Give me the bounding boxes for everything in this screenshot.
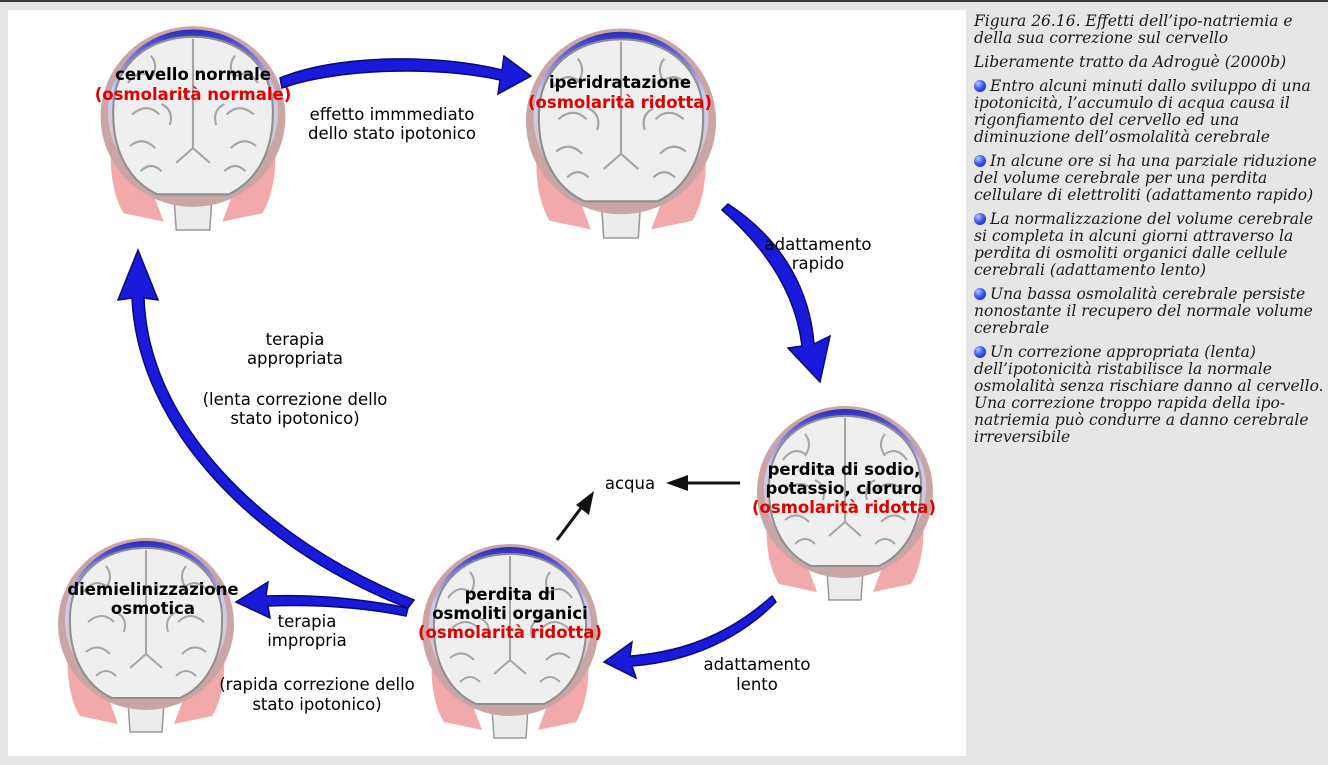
brain-organic-loss: perdita di osmoliti organici (osmolarità… <box>418 543 602 739</box>
figure-panel: cervello normale (osmolarità normale) ip… <box>8 10 966 756</box>
arrow-appropriate-line1: terapia <box>266 330 325 349</box>
arrow-slow-adaptation: adattamento lento <box>602 594 811 694</box>
caption-bullet-text: Una bassa osmolalità cerebrale persiste … <box>974 285 1313 337</box>
brain-organic-line1: perdita di <box>465 585 556 604</box>
bullet-icon <box>974 346 986 358</box>
arrow-rapid-line2: rapido <box>792 254 845 273</box>
arrow-immediate-line2: dello stato ipotonico <box>308 124 476 143</box>
brain-electrolytes-line1: perdita di sodio, <box>768 460 921 479</box>
caption-bullet-text: Un correzione appropriata (lenta) dell’i… <box>974 343 1324 446</box>
brain-electrolytes-subtitle: (osmolarità ridotta) <box>752 498 936 517</box>
arrow-appropriate-line3: (lenta correzione dello <box>203 390 388 409</box>
water-label: acqua <box>605 474 655 493</box>
caption-title: Figura 26.16. Effetti dell’ipo-natriemia… <box>974 12 1293 47</box>
arrow-slow-line2: lento <box>736 675 778 694</box>
brain-normal: cervello normale (osmolarità normale) <box>95 25 292 232</box>
caption-bullet: La normalizzazione del volume cerebrale … <box>974 211 1326 279</box>
arrow-appropriate-line4: stato ipotonico) <box>230 409 359 428</box>
brain-hyper-subtitle: (osmolarità ridotta) <box>528 93 712 112</box>
arrow-improper-therapy: terapia impropria (rapida correzione del… <box>219 580 415 714</box>
brain-hyper-title: iperidratazione <box>549 73 691 92</box>
figure-caption: Figura 26.16. Effetti dell’ipo-natriemia… <box>974 13 1326 453</box>
arrow-improper-line2: impropria <box>267 631 347 650</box>
brain-demyelination: diemielinizzazione osmotica <box>57 537 239 733</box>
brain-cycle-diagram: cervello normale (osmolarità normale) ip… <box>57 25 936 739</box>
bullet-icon <box>974 213 986 225</box>
arrow-improper-line1: terapia <box>278 612 337 631</box>
bullet-icon <box>974 288 986 300</box>
caption-bullet: Entro alcuni minuti dallo sviluppo di un… <box>974 78 1326 146</box>
arrow-water-loss: acqua <box>555 474 740 541</box>
caption-bullet-text: Entro alcuni minuti dallo sviluppo di un… <box>974 77 1311 146</box>
arrow-rapid-line1: adattamento <box>765 235 872 254</box>
caption-bullet: In alcune ore si ha una parziale riduzio… <box>974 153 1326 204</box>
top-rule <box>0 0 1328 2</box>
arrow-rapid-adaptation: adattamento rapido <box>720 203 872 384</box>
caption-bullet: Una bassa osmolalità cerebrale persiste … <box>974 286 1326 337</box>
brain-normal-subtitle: (osmolarità normale) <box>95 85 292 104</box>
arrow-improper-line3: (rapida correzione dello <box>219 675 415 694</box>
caption-source: Liberamente tratto da Adroguè (2000b) <box>974 53 1287 71</box>
arrow-slow-line1: adattamento <box>704 655 811 674</box>
arrow-immediate-effect: effetto immmediato dello stato ipotonico <box>279 54 533 143</box>
brain-hyperhydration: iperidratazione (osmolarità ridotta) <box>524 27 718 240</box>
arrow-appropriate-therapy: terapia appropriata (lenta correzione de… <box>116 247 416 609</box>
arrow-improper-line4: stato ipotonico) <box>252 695 381 714</box>
brain-demyel-line2: osmotica <box>111 599 195 618</box>
bullet-icon <box>974 80 986 92</box>
brain-organic-subtitle: (osmolarità ridotta) <box>418 623 602 642</box>
brain-organic-line2: osmoliti organici <box>432 604 588 623</box>
caption-bullet: Un correzione appropriata (lenta) dell’i… <box>974 344 1326 446</box>
brain-demyel-line1: diemielinizzazione <box>67 580 238 599</box>
brain-electrolyte-loss: perdita di sodio, potassio, cloruro (osm… <box>752 405 936 601</box>
arrow-immediate-line1: effetto immmediato <box>310 105 475 124</box>
brain-normal-title: cervello normale <box>115 65 271 84</box>
caption-bullet-text: La normalizzazione del volume cerebrale … <box>974 210 1314 279</box>
brain-electrolytes-line2: potassio, cloruro <box>766 479 923 498</box>
caption-bullet-text: In alcune ore si ha una parziale riduzio… <box>974 152 1317 204</box>
bullet-icon <box>974 155 986 167</box>
arrow-appropriate-line2: appropriata <box>247 349 343 368</box>
